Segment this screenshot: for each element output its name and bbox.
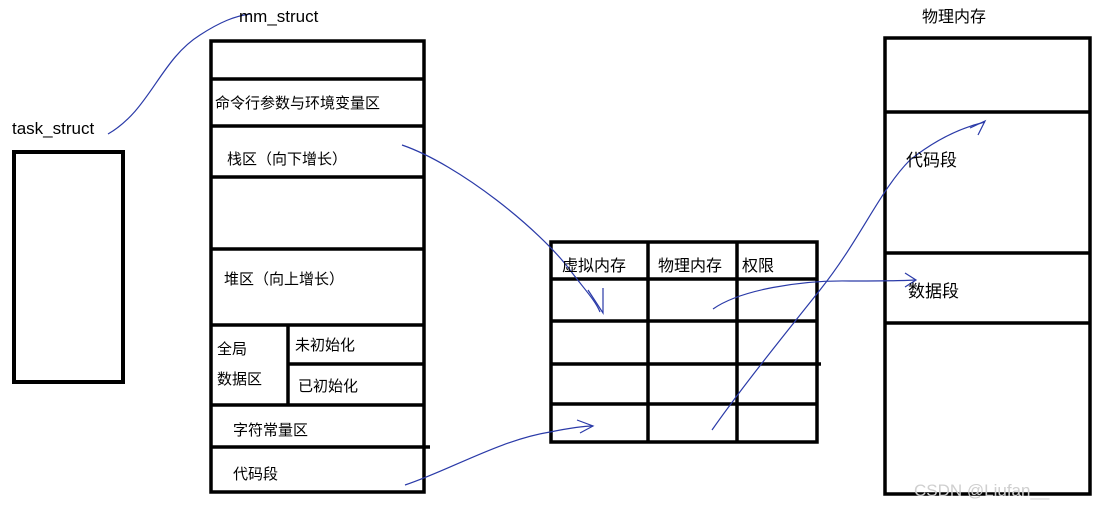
task-to-mm-arrow (107, 13, 251, 135)
const-str-section: 字符常量区 (233, 421, 309, 439)
data-arrow-head (904, 272, 918, 288)
table-header-permission: 权限 (742, 256, 775, 275)
table-to-data-arrow (712, 279, 916, 310)
watermark: CSDN @Liufan__ (914, 481, 1050, 500)
heap-section: 堆区（向上增长） (224, 270, 345, 288)
table-to-code-arrow (711, 121, 986, 431)
physical-data-section: 数据段 (908, 282, 959, 302)
stack-to-table-arrow (401, 144, 601, 313)
init-section: 已初始化 (298, 377, 359, 395)
physical-code-section: 代码段 (906, 151, 957, 171)
code-arrow-head (576, 419, 595, 434)
code-to-table-arrow (404, 425, 594, 486)
code-section: 代码段 (233, 465, 279, 483)
stack-section: 栈区（向下增长） (227, 150, 348, 168)
table-header-virtual: 虚拟内存 (562, 256, 627, 275)
global-section-line2: 数据区 (217, 370, 263, 388)
mm-struct-box (209, 39, 430, 494)
task-struct-label: task_struct (12, 119, 95, 138)
physical-memory-box (883, 36, 1092, 496)
stack-arrow-head (587, 288, 604, 316)
cmdline-env-section: 命令行参数与环境变量区 (215, 94, 381, 112)
code-arrow-head-2 (969, 119, 987, 136)
global-section-line1: 全局 (217, 340, 248, 358)
table-header-physical: 物理内存 (658, 256, 723, 275)
mm-struct-label: mm_struct (239, 7, 319, 26)
task-struct-box (12, 150, 125, 384)
physical-memory-label: 物理内存 (922, 7, 987, 26)
uninit-section: 未初始化 (295, 336, 356, 354)
page-table-grid (549, 240, 821, 444)
